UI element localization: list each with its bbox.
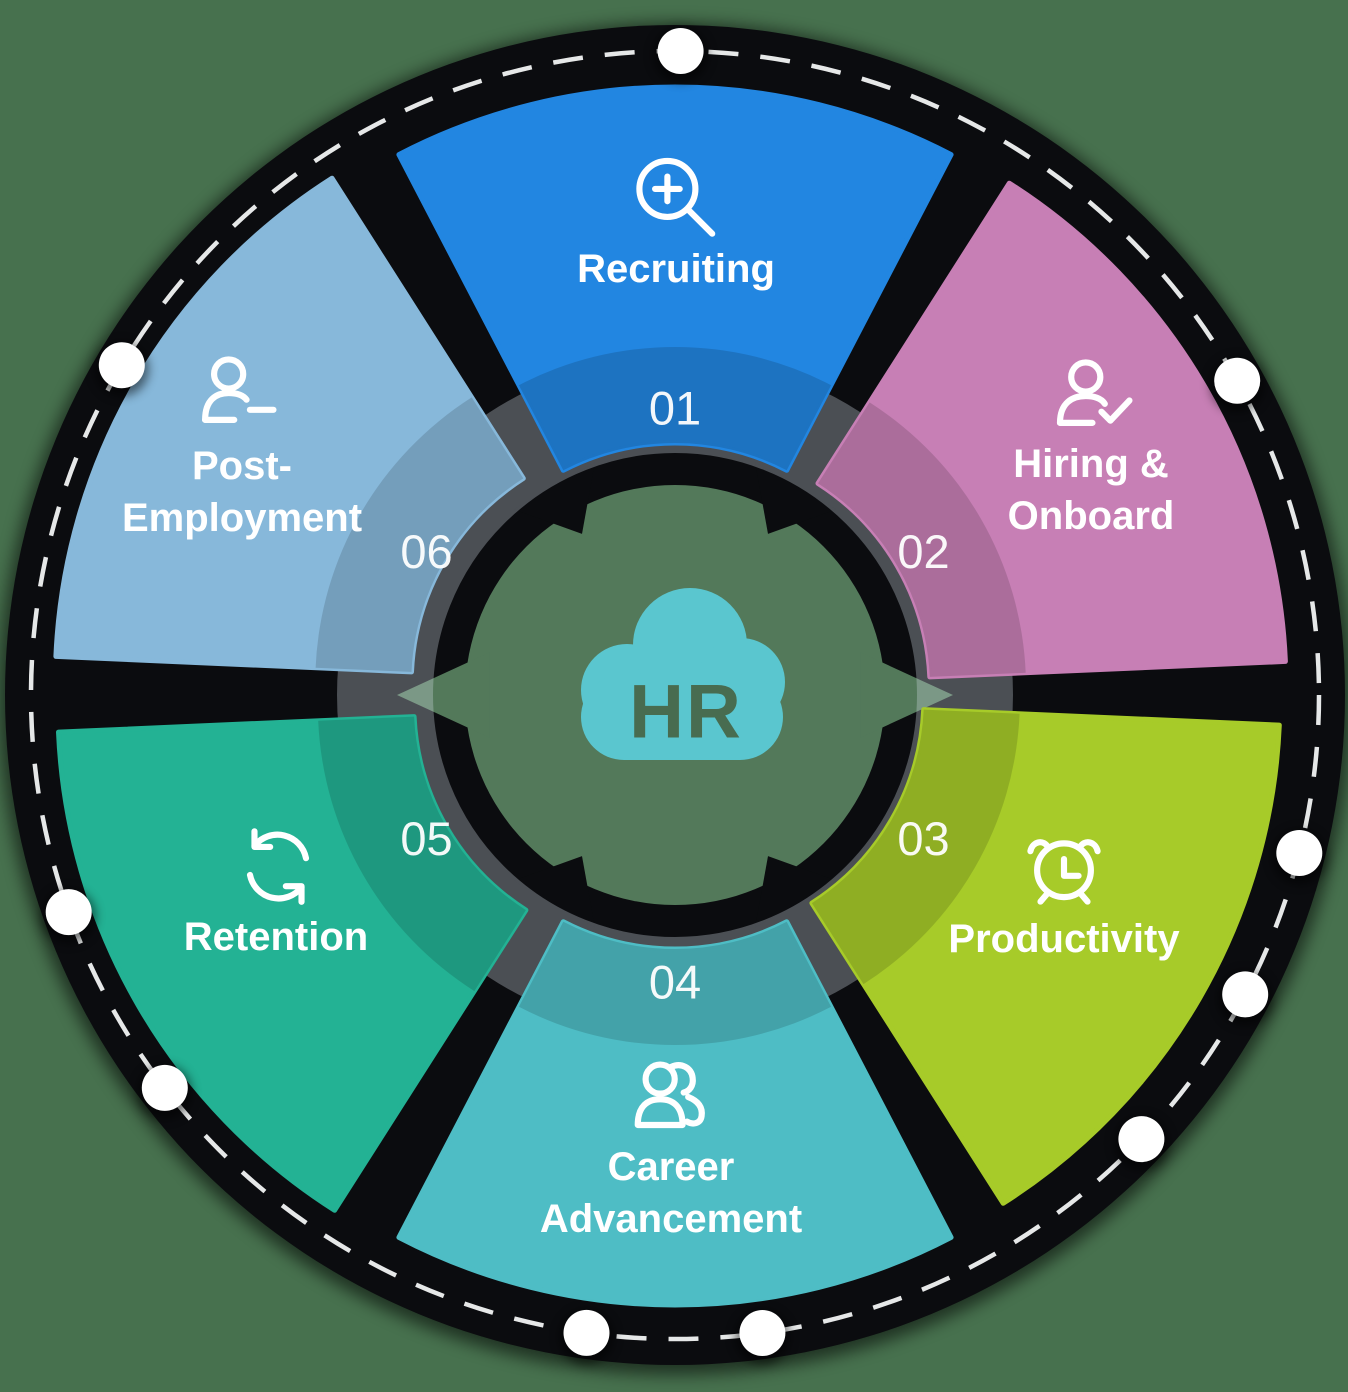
gap-arrow xyxy=(860,652,953,738)
person-minus-icon xyxy=(202,356,277,423)
sync-arrows-icon xyxy=(246,828,310,905)
segment-inner-band xyxy=(518,921,832,1046)
segment-inner-band xyxy=(518,346,832,471)
segment-label: Post- xyxy=(192,444,292,488)
cloud-icon xyxy=(581,588,785,760)
segment-label: Advancement xyxy=(540,1197,802,1241)
ring-dot xyxy=(1214,357,1261,404)
ring-dot xyxy=(739,1310,786,1356)
segment-productivity xyxy=(809,707,1282,1206)
segment-label: Productivity xyxy=(948,917,1180,961)
segment-inner-band xyxy=(811,709,1020,985)
person-check-icon xyxy=(1056,359,1133,426)
segment-wedge xyxy=(55,714,529,1213)
segment-number: 01 xyxy=(649,382,701,435)
ring-arm xyxy=(513,462,595,534)
segment-wedge xyxy=(53,175,526,675)
center-label: HR xyxy=(629,670,743,755)
segment-career-advancement xyxy=(396,919,954,1308)
ring-arm xyxy=(755,462,837,534)
segment-wedge xyxy=(396,919,954,1308)
segment-number: 03 xyxy=(897,812,949,865)
ring-dot xyxy=(1222,971,1269,1018)
segment-post-employment xyxy=(53,175,526,675)
segment-hiring-onboard xyxy=(815,180,1288,680)
ring-dot xyxy=(563,1309,610,1356)
zoom-in-icon xyxy=(636,157,716,237)
segment-recruiting xyxy=(396,84,954,473)
segment-retention xyxy=(55,714,529,1213)
segment-wedge xyxy=(396,84,954,473)
people-icon xyxy=(634,1061,705,1129)
segment-inner-band xyxy=(315,397,524,672)
segment-number: 06 xyxy=(400,525,452,578)
segment-label: Career xyxy=(608,1145,735,1189)
segment-label: Recruiting xyxy=(577,247,775,291)
alarm-clock-icon xyxy=(1027,839,1101,905)
segment-label: Retention xyxy=(184,915,368,959)
segment-label: Onboard xyxy=(1008,494,1175,538)
ring-dot xyxy=(1118,1116,1165,1163)
segment-wedge xyxy=(809,707,1282,1206)
ring-dot xyxy=(98,342,145,389)
gap-arrow xyxy=(397,652,490,738)
segment-number: 04 xyxy=(649,956,701,1009)
segment-label: Employment xyxy=(122,496,362,540)
ring-dot xyxy=(45,889,92,936)
ring-arm xyxy=(755,856,837,928)
ring-dot xyxy=(1276,830,1323,876)
segment-wedge xyxy=(815,180,1288,680)
segment-inner-band xyxy=(818,402,1026,677)
segment-number: 02 xyxy=(897,525,949,578)
ring-dot xyxy=(657,28,704,74)
ring-arm xyxy=(513,856,595,928)
ring-dot xyxy=(141,1064,188,1111)
segment-label: Hiring & xyxy=(1013,442,1169,486)
segment-number: 05 xyxy=(400,812,452,865)
segment-inner-band xyxy=(318,716,526,992)
